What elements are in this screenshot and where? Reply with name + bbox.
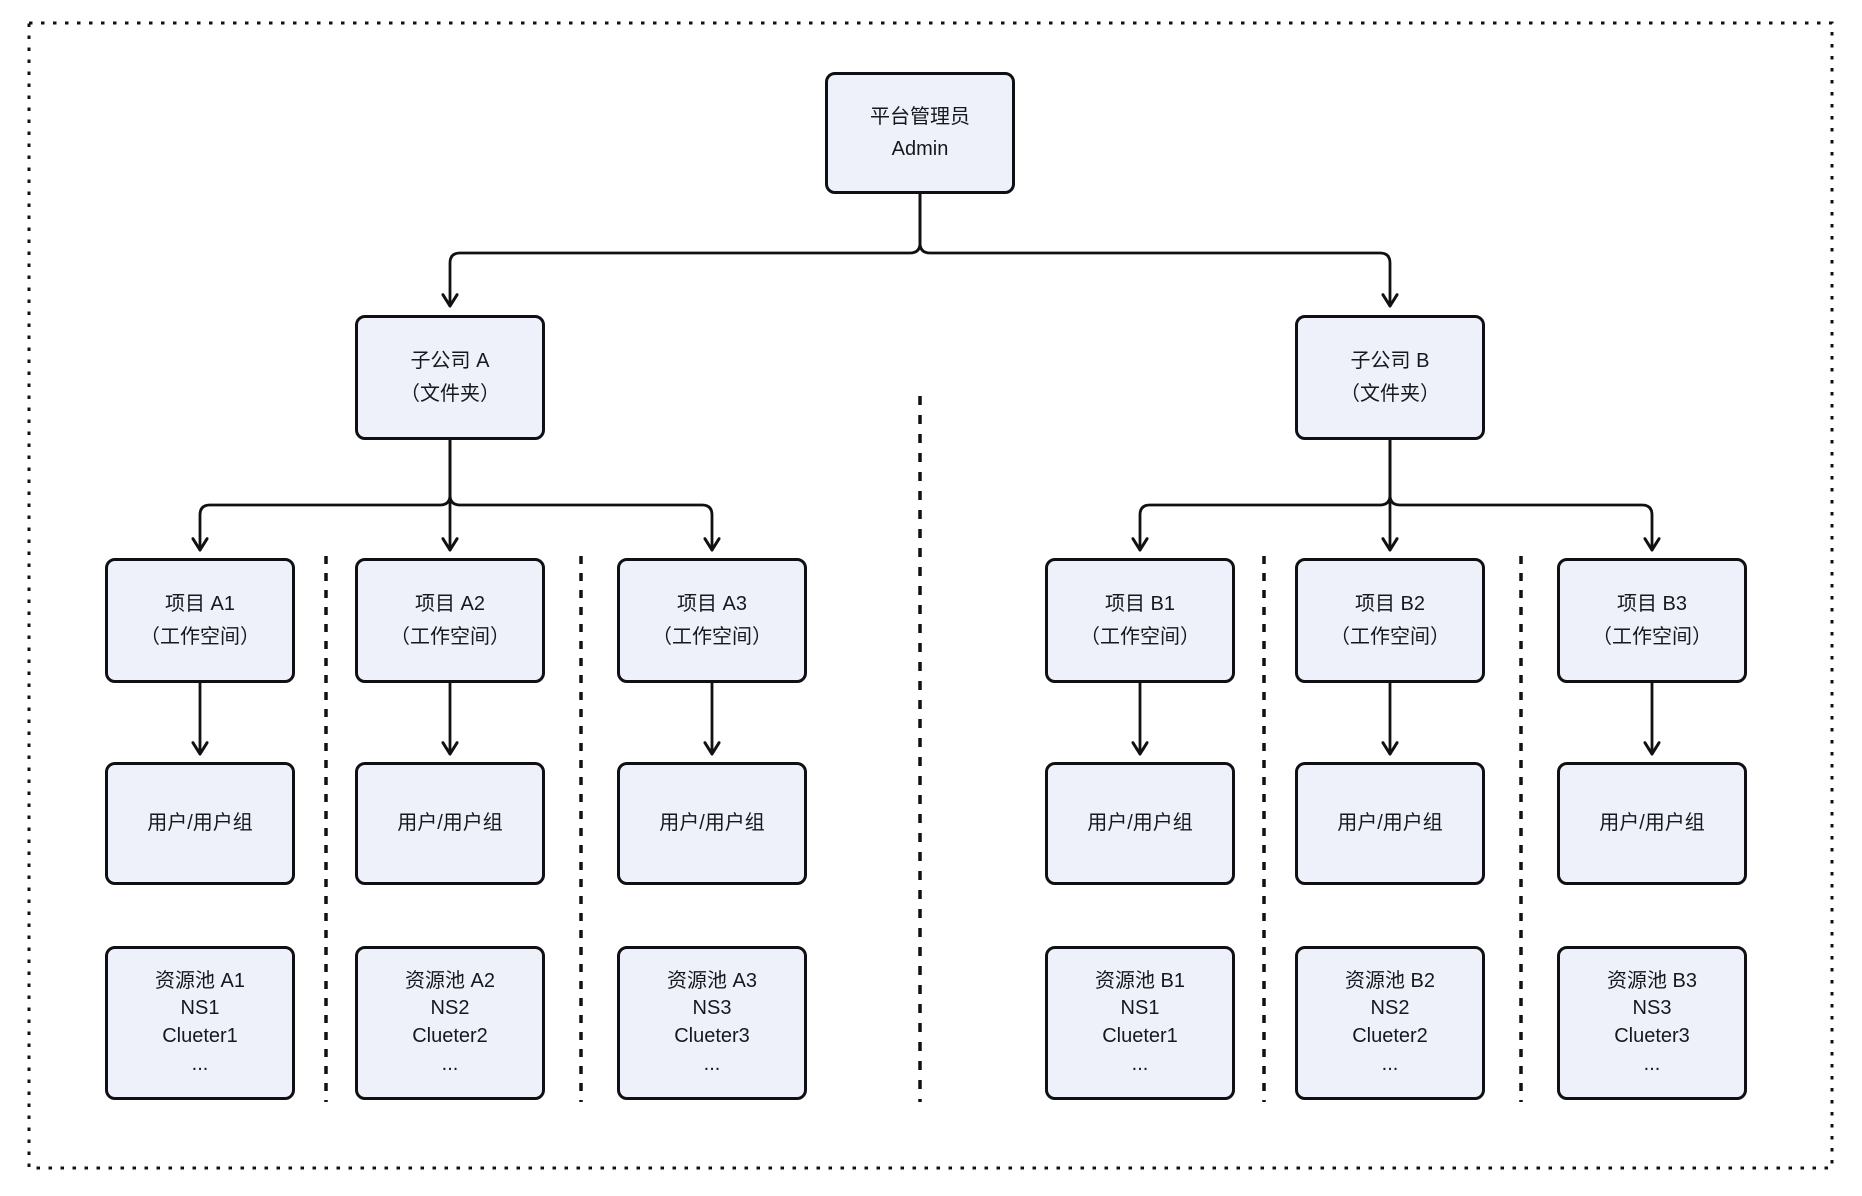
project-a1-node: 项目 A1 （工作空间） [105, 558, 295, 683]
users-b1-node: 用户/用户组 [1045, 762, 1235, 885]
pool-a2-title: 资源池 A2 [404, 969, 496, 992]
project-a2-sublabel: （工作空间） [390, 625, 510, 648]
pool-a3-ellipsis: ... [703, 1052, 721, 1075]
users-a2-node: 用户/用户组 [355, 762, 545, 885]
users-b2-label: 用户/用户组 [1337, 812, 1443, 835]
column-dividers [324, 556, 1523, 1102]
pool-a2-namespace: NS2 [430, 997, 470, 1020]
users-a3-node: 用户/用户组 [617, 762, 807, 885]
pool-a3-namespace: NS3 [692, 997, 732, 1020]
project-a2-node: 项目 A2 （工作空间） [355, 558, 545, 683]
edge-admin-folder-a [450, 192, 922, 306]
pool-a2-node: 资源池 A2 NS2 Clueter2 ... [355, 946, 545, 1100]
pool-a1-ellipsis: ... [191, 1052, 209, 1075]
outer-dotted-border [27, 21, 1834, 1170]
project-a3-label: 项目 A3 [676, 593, 748, 616]
pool-b3-node: 资源池 B3 NS3 Clueter3 ... [1557, 946, 1747, 1100]
users-a2-label: 用户/用户组 [397, 812, 503, 835]
pool-a1-cluster: Clueter1 [162, 1025, 238, 1047]
users-a1-node: 用户/用户组 [105, 762, 295, 885]
edge-folder-a-project-a3 [448, 438, 712, 550]
project-b3-node: 项目 B3 （工作空间） [1557, 558, 1747, 683]
admin-node-label: 平台管理员 [870, 105, 970, 128]
pool-b3-ellipsis: ... [1643, 1052, 1661, 1075]
project-b2-label: 项目 B2 [1354, 593, 1426, 616]
pool-a3-node: 资源池 A3 NS3 Clueter3 ... [617, 946, 807, 1100]
pool-b2-namespace: NS2 [1370, 997, 1410, 1020]
pool-b2-node: 资源池 B2 NS2 Clueter2 ... [1295, 946, 1485, 1100]
pool-a3-cluster: Clueter3 [674, 1025, 750, 1047]
folder-b-node: 子公司 B （文件夹） [1295, 315, 1485, 440]
folder-b-label: 子公司 B [1350, 350, 1430, 373]
pool-b1-namespace: NS1 [1120, 997, 1160, 1020]
project-a3-node: 项目 A3 （工作空间） [617, 558, 807, 683]
pool-a3-title: 资源池 A3 [666, 969, 758, 992]
project-a2-label: 项目 A2 [414, 593, 486, 616]
users-a1-label: 用户/用户组 [147, 812, 253, 835]
edge-admin-folder-b [918, 192, 1390, 306]
pool-b3-cluster: Clueter3 [1614, 1025, 1690, 1047]
project-a1-sublabel: （工作空间） [140, 625, 260, 648]
edge-folder-b-project-b1 [1140, 438, 1392, 550]
users-a3-label: 用户/用户组 [659, 812, 765, 835]
pool-b2-cluster: Clueter2 [1352, 1025, 1428, 1047]
admin-node-sublabel: Admin [891, 138, 949, 160]
users-b2-node: 用户/用户组 [1295, 762, 1485, 885]
project-a1-label: 项目 A1 [164, 593, 236, 616]
pool-a2-ellipsis: ... [441, 1052, 459, 1075]
edge-folder-a-project-a1 [200, 438, 452, 550]
pool-b2-title: 资源池 B2 [1344, 969, 1436, 992]
pool-a1-namespace: NS1 [180, 997, 220, 1020]
pool-b3-namespace: NS3 [1632, 997, 1672, 1020]
project-b3-sublabel: （工作空间） [1592, 625, 1712, 648]
project-b1-sublabel: （工作空间） [1080, 625, 1200, 648]
project-b1-node: 项目 B1 （工作空间） [1045, 558, 1235, 683]
edge-folder-b-project-b3 [1388, 438, 1652, 550]
pool-b1-node: 资源池 B1 NS1 Clueter1 ... [1045, 946, 1235, 1100]
folder-a-label: 子公司 A [410, 350, 490, 373]
pool-b3-title: 资源池 B3 [1606, 969, 1698, 992]
pool-b1-ellipsis: ... [1131, 1052, 1149, 1075]
project-b2-sublabel: （工作空间） [1330, 625, 1450, 648]
project-b2-node: 项目 B2 （工作空间） [1295, 558, 1485, 683]
folder-a-node: 子公司 A （文件夹） [355, 315, 545, 440]
project-b3-label: 项目 B3 [1616, 593, 1688, 616]
pool-a1-node: 资源池 A1 NS1 Clueter1 ... [105, 946, 295, 1100]
project-b1-label: 项目 B1 [1104, 593, 1176, 616]
folder-a-sublabel: （文件夹） [400, 382, 500, 405]
pool-b1-title: 资源池 B1 [1094, 969, 1186, 992]
users-b1-label: 用户/用户组 [1087, 812, 1193, 835]
pool-a1-title: 资源池 A1 [154, 969, 246, 992]
admin-node: 平台管理员 Admin [825, 72, 1015, 194]
pool-b2-ellipsis: ... [1381, 1052, 1399, 1075]
pool-a2-cluster: Clueter2 [412, 1025, 488, 1047]
users-b3-label: 用户/用户组 [1599, 812, 1705, 835]
connectors [200, 192, 1652, 754]
folder-b-sublabel: （文件夹） [1340, 382, 1440, 405]
pool-b1-cluster: Clueter1 [1102, 1025, 1178, 1047]
project-a3-sublabel: （工作空间） [652, 625, 772, 648]
users-b3-node: 用户/用户组 [1557, 762, 1747, 885]
